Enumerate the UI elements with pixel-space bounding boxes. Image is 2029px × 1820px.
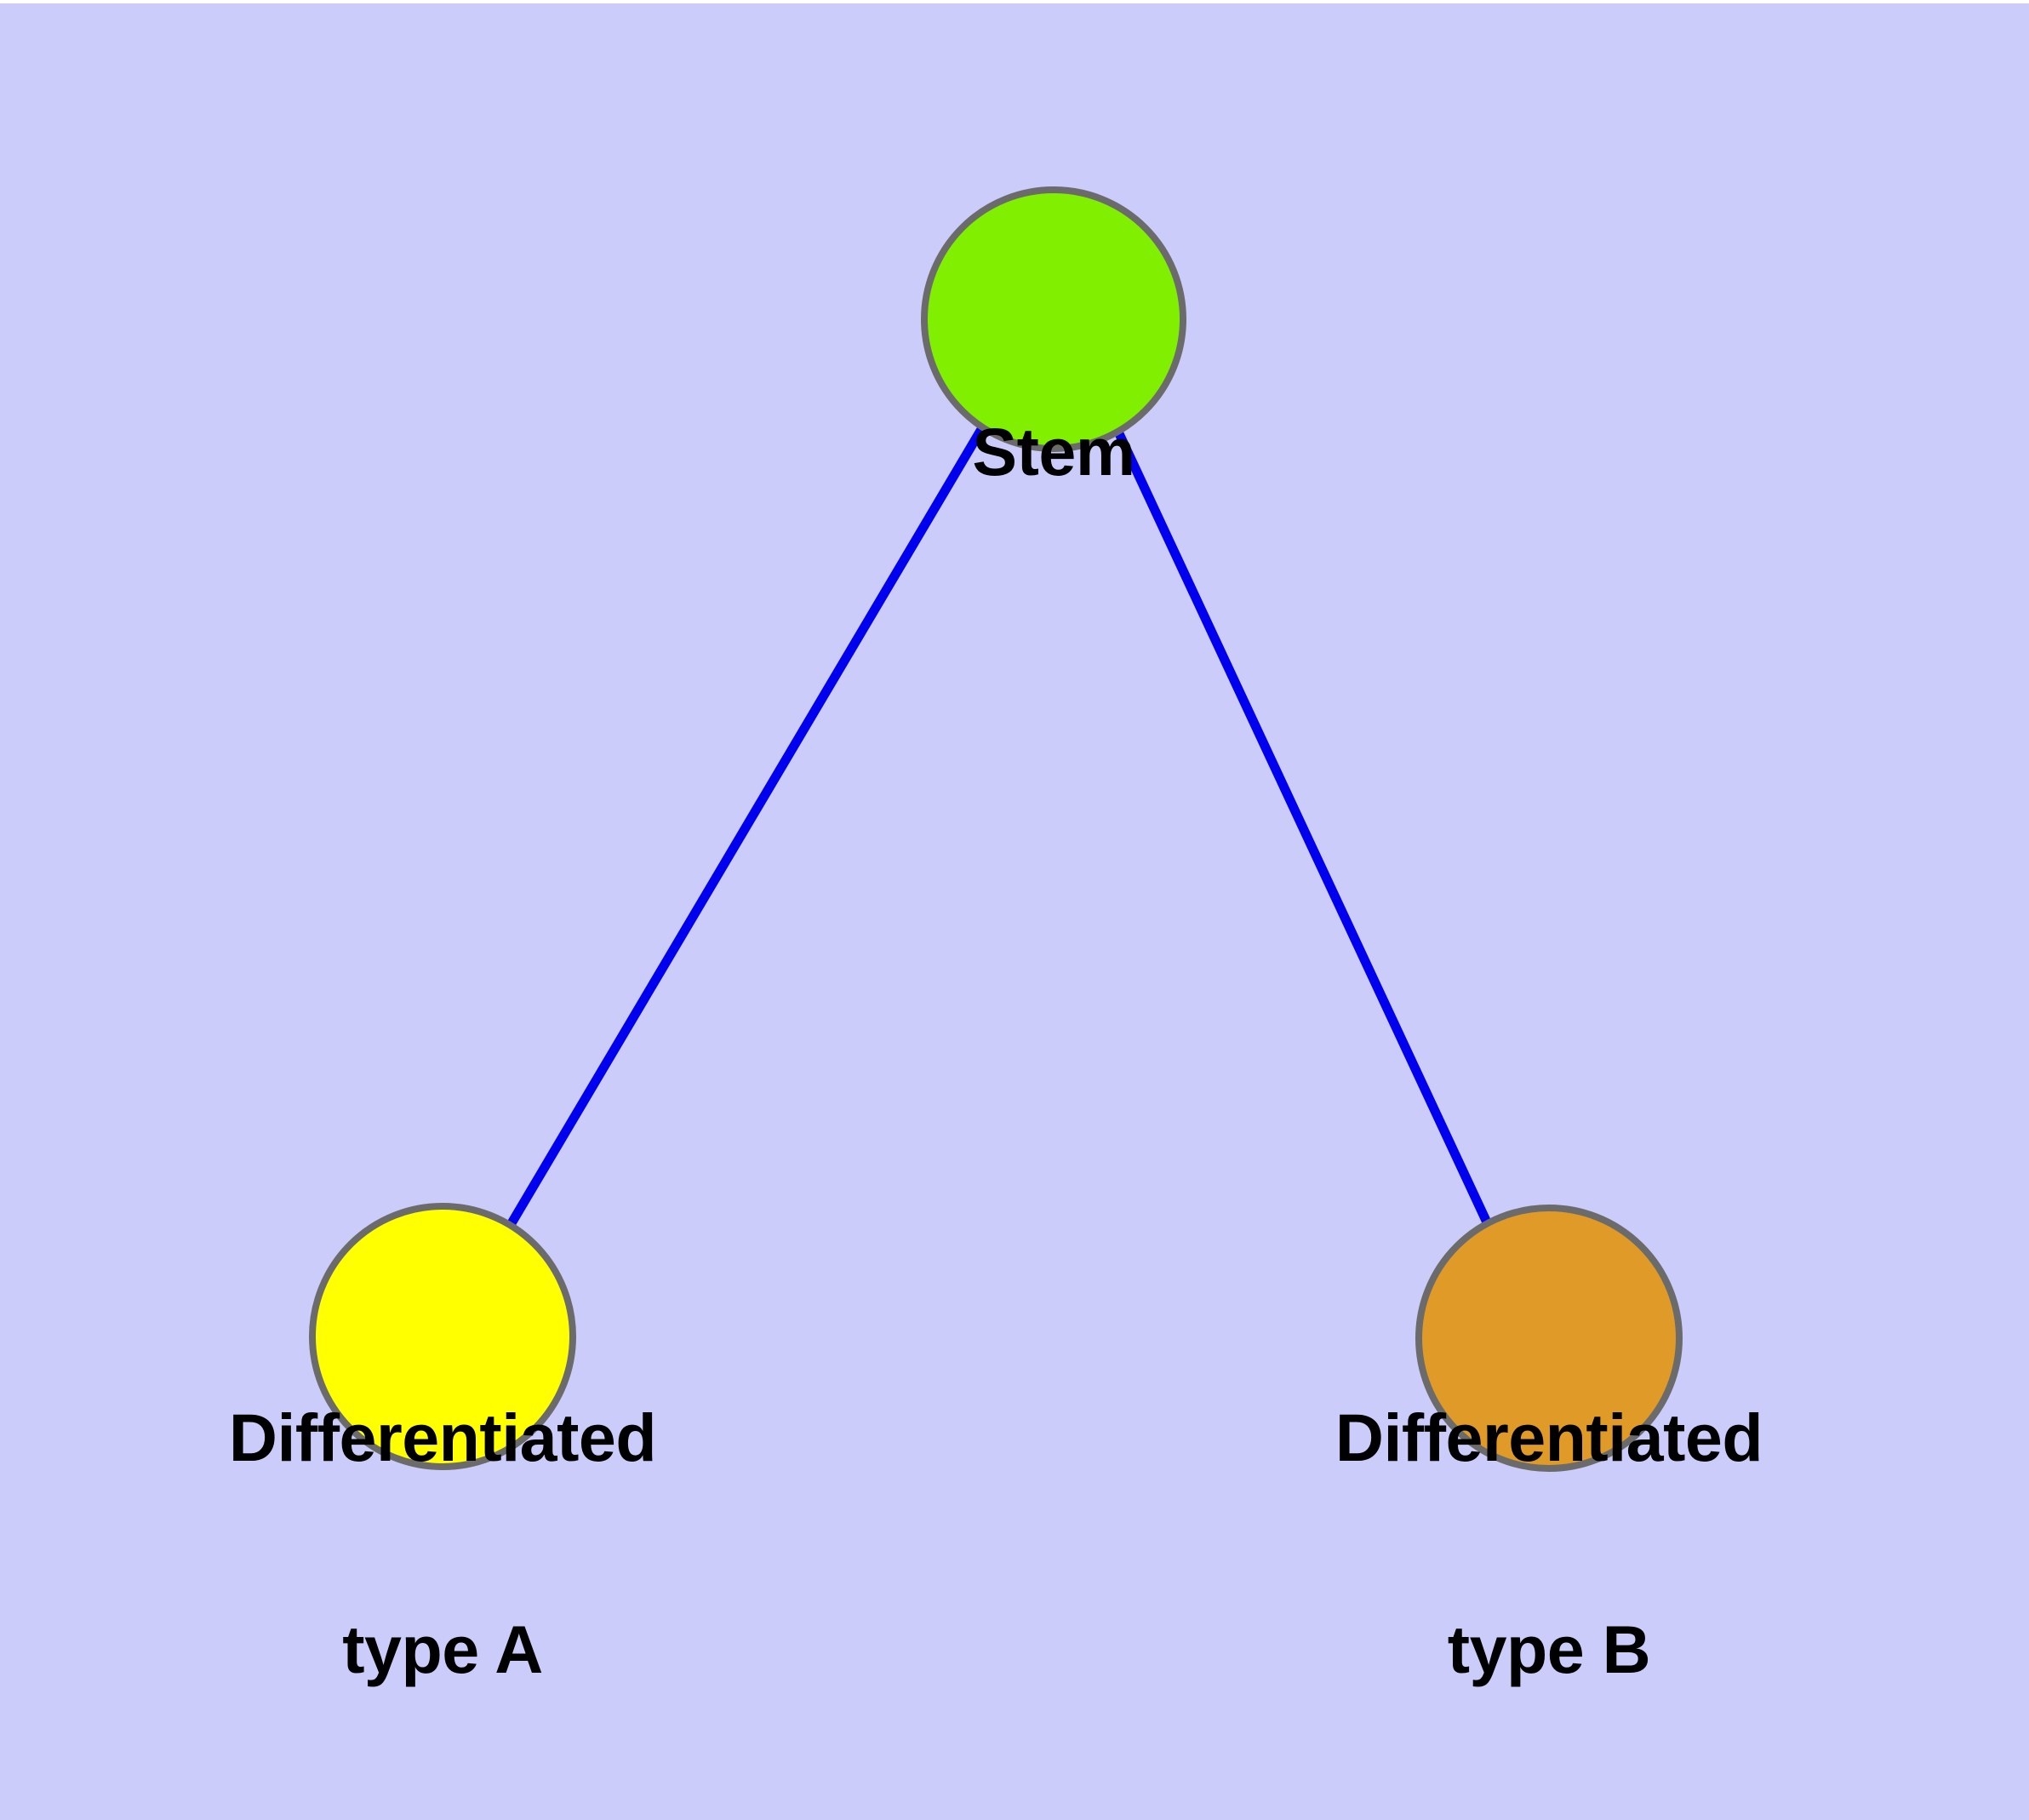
edge-layer — [507, 424, 1492, 1227]
node-differentiated-type-b[interactable] — [1415, 1205, 1683, 1472]
node-stem[interactable] — [921, 186, 1186, 452]
node-layer — [309, 186, 1683, 1472]
node-differentiated-type-a[interactable] — [309, 1203, 576, 1470]
edge-stem-diff-a[interactable] — [507, 424, 987, 1226]
edge-stem-diff-b[interactable] — [1112, 426, 1492, 1227]
